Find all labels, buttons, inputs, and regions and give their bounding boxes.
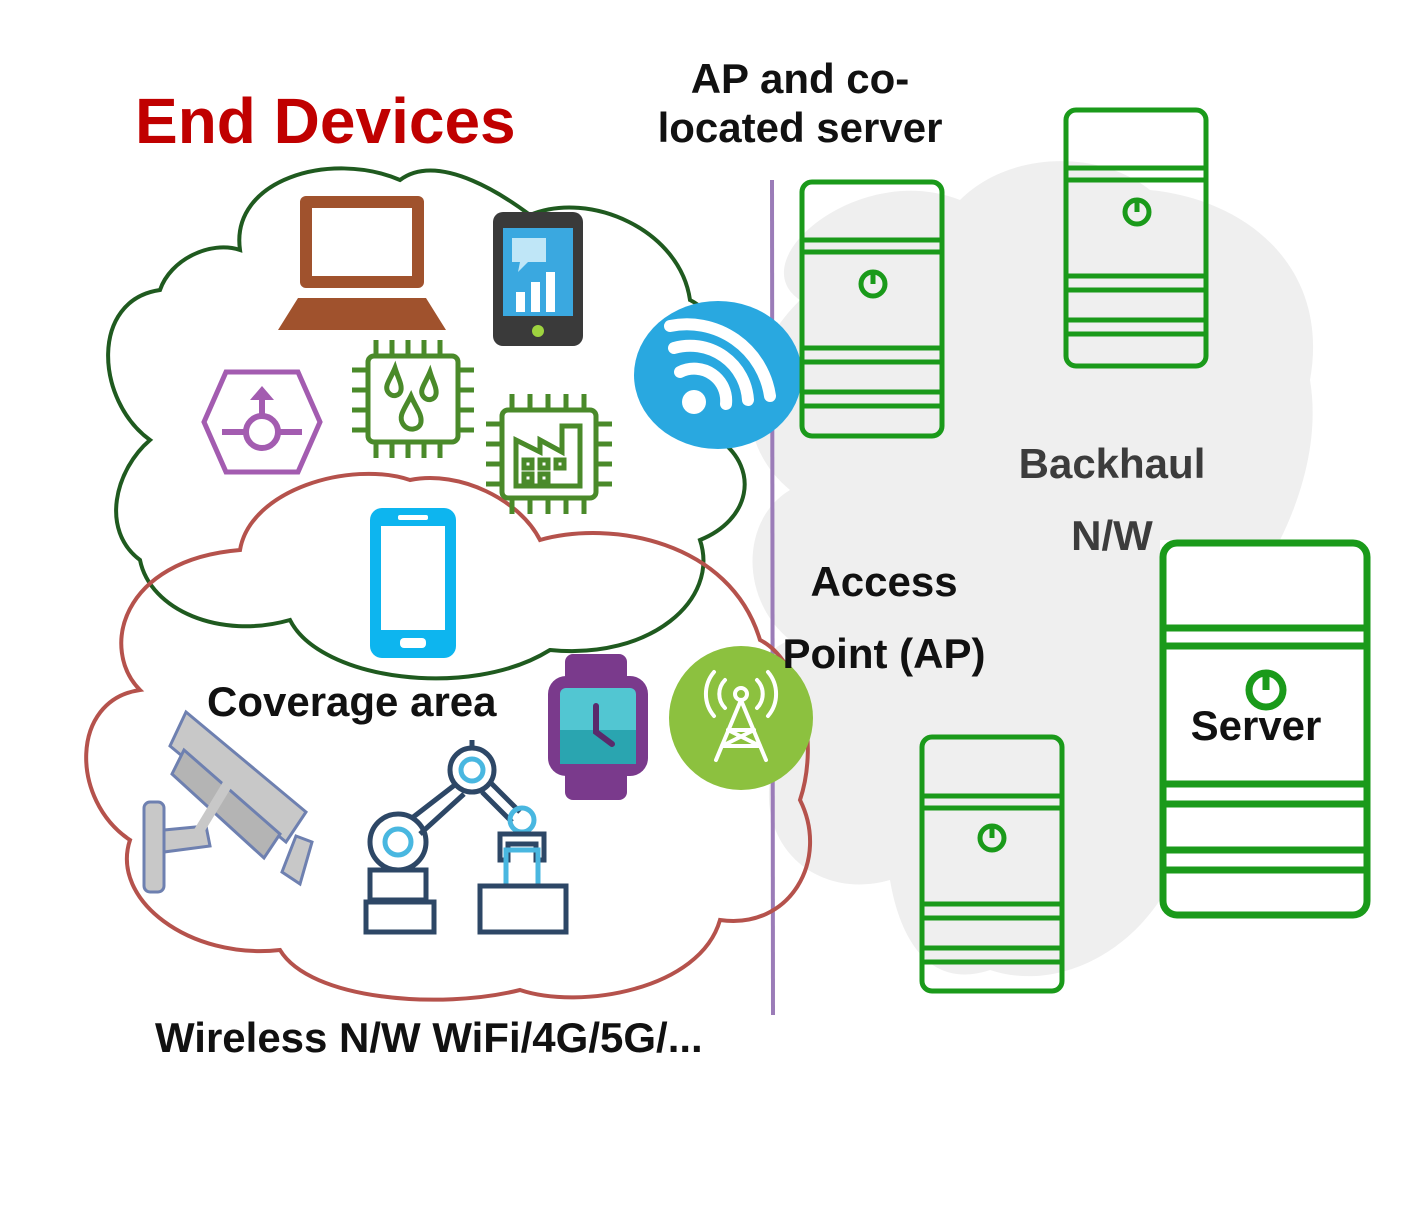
mobile-phone-icon — [370, 508, 456, 658]
backhaul-label-line1: Backhaul — [1019, 440, 1206, 487]
divider-line — [770, 179, 775, 1016]
ap-colocated-label-line1: AP and co- — [691, 55, 910, 102]
server-icon — [1063, 107, 1209, 369]
coverage-area-cloud — [84, 471, 812, 1002]
wireless-network-label: Wireless N/W WiFi/4G/5G/... — [155, 1014, 703, 1061]
coverage-area-label: Coverage area — [207, 678, 497, 725]
access-point-label-line1: Access — [810, 558, 957, 605]
hexagon-sensor-icon — [201, 369, 323, 475]
server-label: Server — [1191, 702, 1322, 749]
end-devices-title: End Devices — [135, 85, 516, 157]
smartwatch-icon — [548, 654, 648, 800]
wifi-icon — [634, 301, 802, 449]
end-devices-cloud — [106, 166, 747, 681]
access-point-label-line2: Point (AP) — [783, 630, 986, 677]
server-icon — [799, 179, 945, 439]
server-icon — [919, 734, 1065, 994]
cell-tower-icon — [669, 646, 813, 790]
server-icon — [1159, 539, 1371, 919]
backhaul-label-line2: N/W — [1071, 512, 1153, 559]
laptop-icon — [278, 196, 446, 330]
chip-factory-icon — [486, 394, 612, 514]
security-camera-icon — [142, 709, 314, 894]
robotic-arm-icon — [363, 740, 569, 935]
smartphone-chat-icon — [493, 212, 583, 346]
chip-water-icon — [352, 340, 474, 458]
ap-colocated-label-line2: located server — [658, 104, 943, 151]
